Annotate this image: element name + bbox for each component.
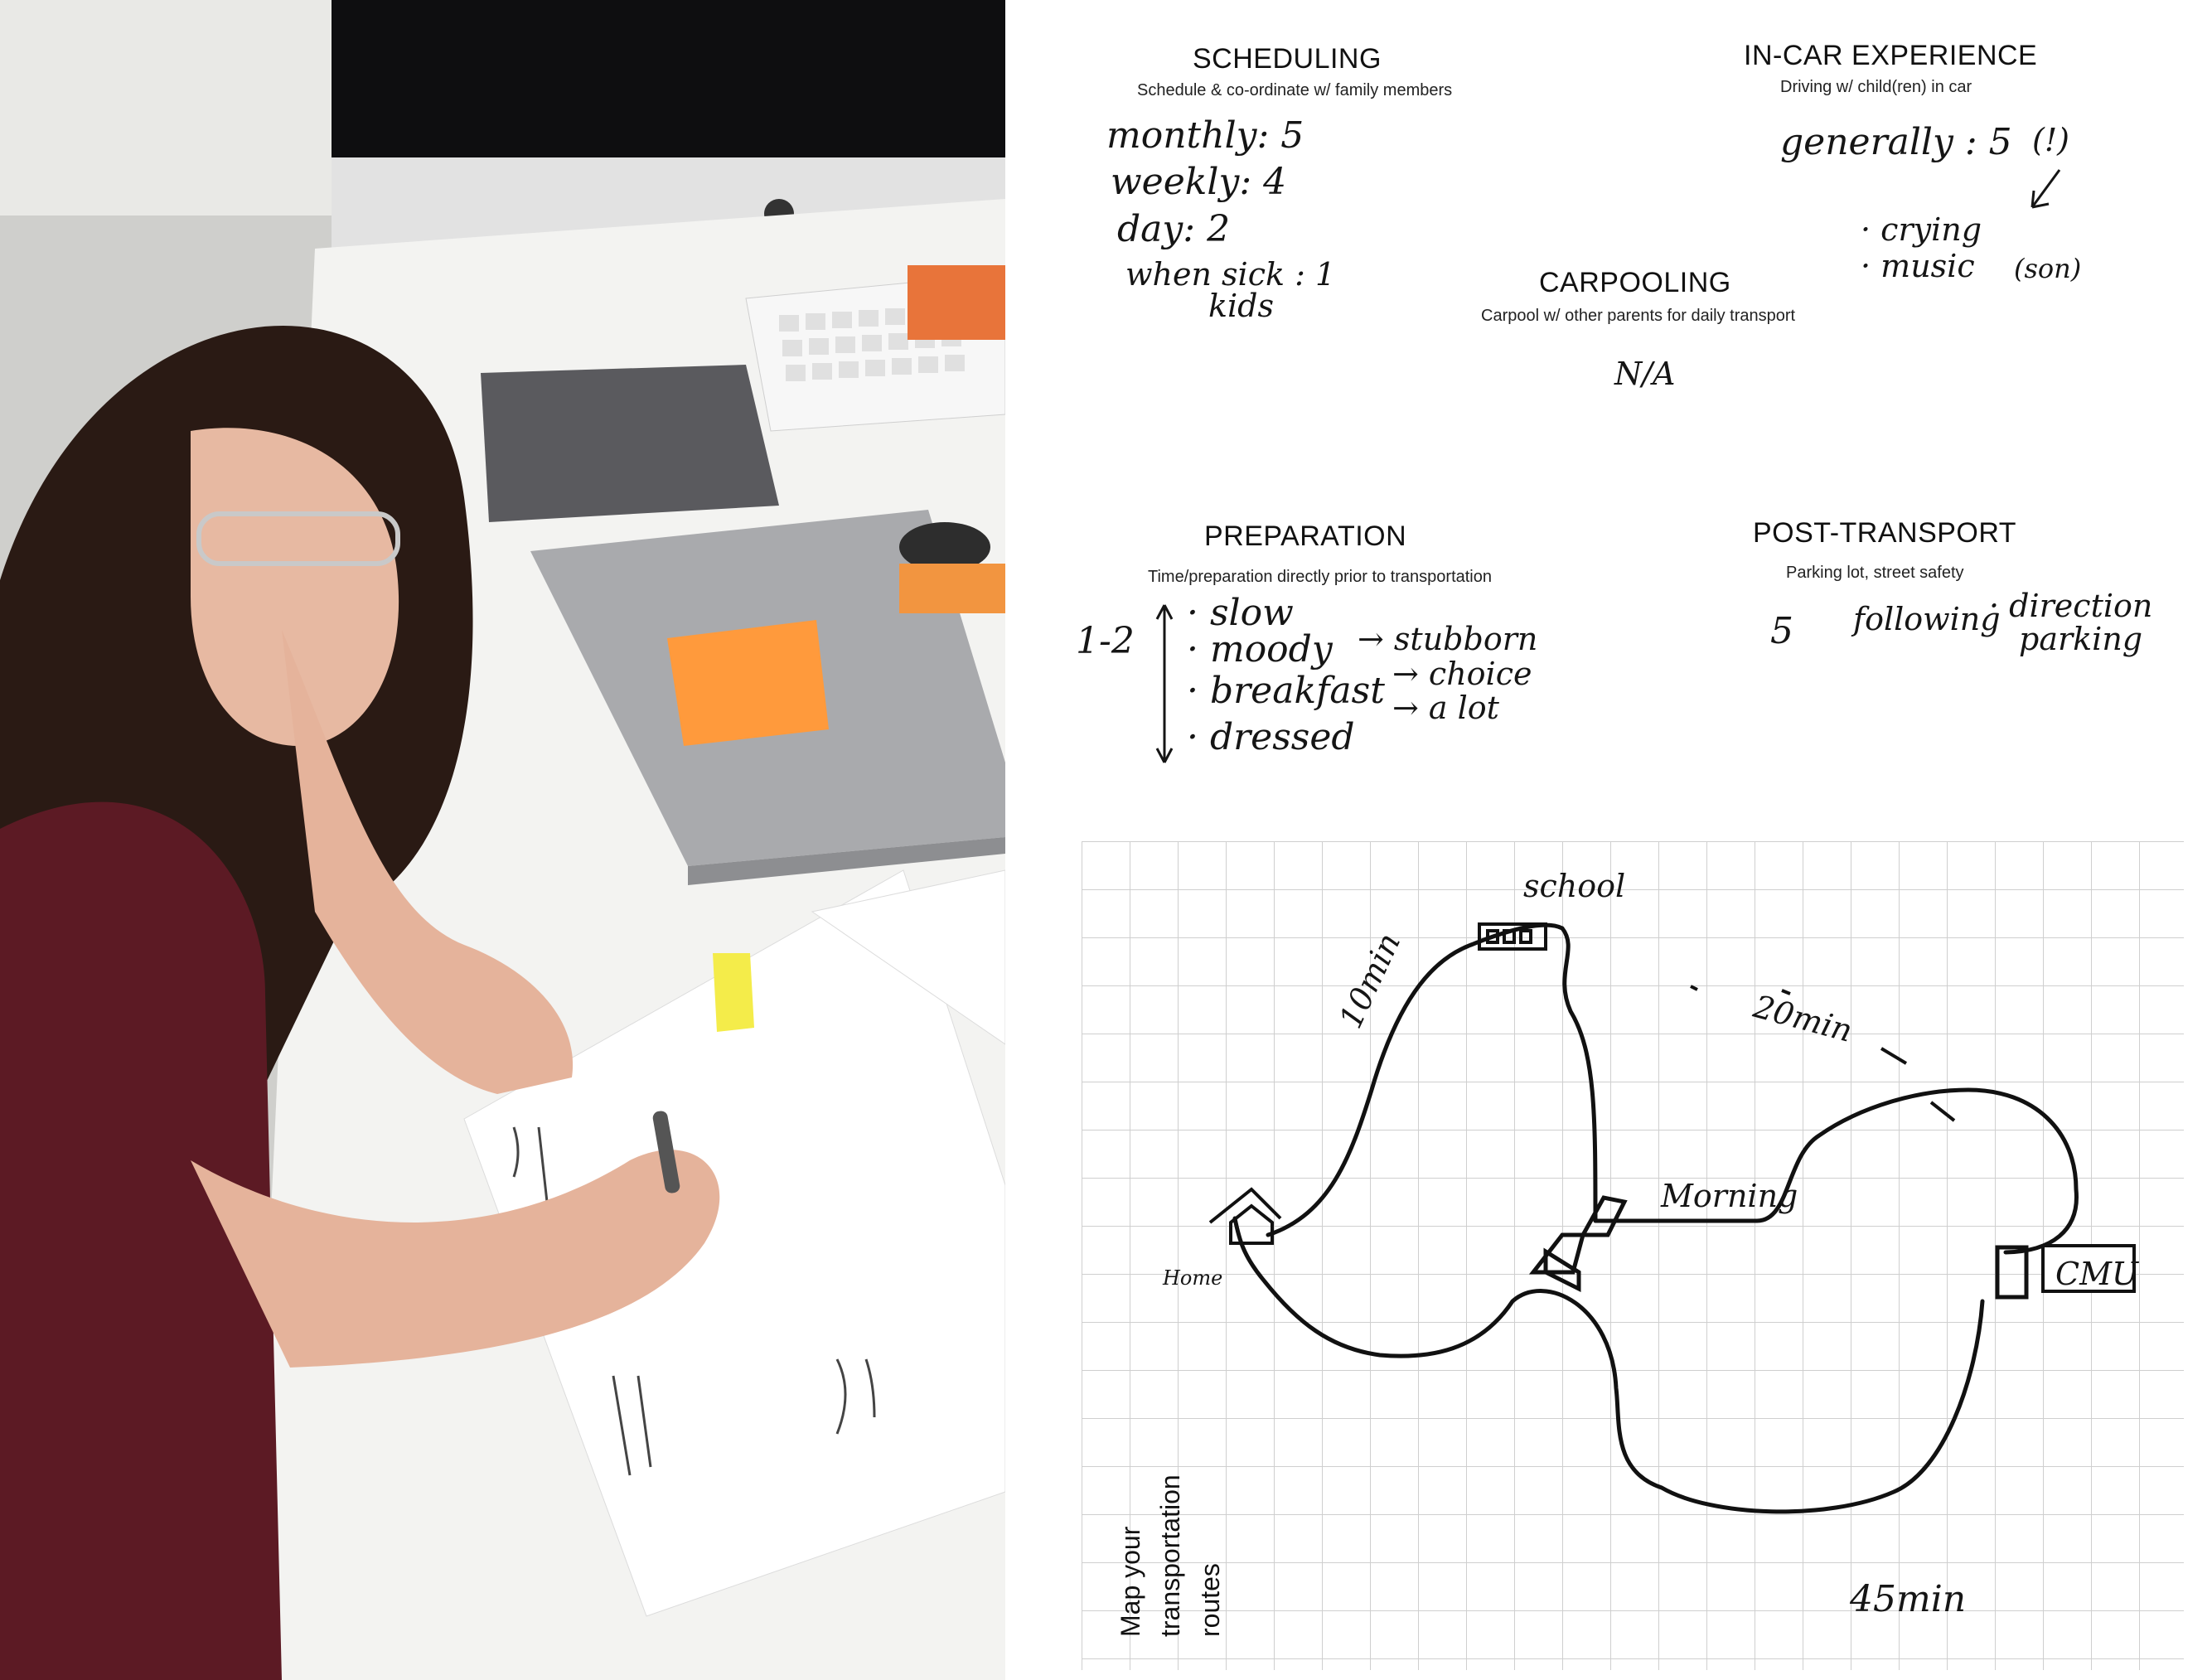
yellow-sticky: [713, 953, 754, 1032]
dark-laptop: [481, 365, 779, 522]
pen: [652, 1111, 680, 1193]
map-label-school: school: [1523, 868, 1626, 904]
building-icon: [1995, 1245, 2029, 1300]
preparation-subtitle: Time/preparation directly prior to trans…: [1148, 568, 1492, 586]
scheduling-note: monthly: 5: [1106, 114, 1304, 157]
workspace-photo: [0, 0, 1005, 1680]
preparation-note: → a lot: [1392, 690, 1499, 726]
map-label-cmu: CMU: [2055, 1256, 2139, 1292]
preparation-note: · dressed: [1187, 716, 1355, 758]
school-icon: [1478, 922, 1547, 951]
keys: [899, 522, 990, 572]
photo-illustration: [0, 0, 1005, 1680]
in-car-note: (son): [2014, 253, 2082, 284]
arrow-icon: [2030, 169, 2061, 209]
route-path: [1593, 1087, 2079, 1255]
grid-paper: [1082, 841, 2184, 1670]
map-title-line: transportation: [1155, 1474, 1185, 1637]
route-path: [1232, 1216, 1985, 1514]
scheduling-note: weekly: 4: [1111, 161, 1287, 203]
preparation-note: → choice: [1392, 656, 1532, 692]
preparation-rating: 1-2: [1076, 620, 1135, 662]
preparation-note: · slow: [1187, 592, 1294, 634]
left-arm: [282, 630, 574, 1094]
in-car-subtitle: Driving w/ child(ren) in car: [1780, 78, 1972, 96]
post-transport-subtitle: Parking lot, street safety: [1786, 564, 1964, 582]
post-transport-rating: 5: [1770, 610, 1793, 652]
building-icon: [1543, 1247, 1581, 1293]
scheduling-subtitle: Schedule & co-ordinate w/ family members: [1137, 81, 1453, 99]
dashed-route: [1690, 985, 1956, 1122]
scheduling-title: SCHEDULING: [1193, 43, 1382, 75]
building-icon: [1528, 1195, 1628, 1275]
shirt: [0, 801, 282, 1680]
in-car-title: IN-CAR EXPERIENCE: [1744, 40, 2038, 71]
map-title-line: routes: [1195, 1563, 1225, 1637]
in-car-note: generally : 5: [1780, 121, 2012, 163]
cmu-box: [2041, 1244, 2136, 1293]
scheduling-note: when sick : 1: [1125, 256, 1336, 293]
carpooling-subtitle: Carpool w/ other parents for daily trans…: [1481, 307, 1796, 325]
in-car-note: (!): [2032, 122, 2069, 158]
right-arm: [191, 1150, 720, 1368]
scheduling-note: day: 2: [1117, 208, 1231, 250]
map-title-line: Map your: [1116, 1526, 1145, 1637]
carpooling-note: N/A: [1614, 356, 1676, 392]
post-transport-note: following: [1853, 601, 2001, 637]
monitor-screen: [332, 0, 1005, 157]
preparation-title: PREPARATION: [1204, 520, 1407, 552]
route-map: [1082, 841, 2184, 1670]
in-car-note: · crying: [1861, 211, 1982, 248]
map-label-home: Home: [1163, 1266, 1223, 1290]
carpooling-title: CARPOOLING: [1539, 267, 1731, 298]
range-arrow-icon: [1155, 604, 1174, 763]
preparation-note: → stubborn: [1358, 621, 1538, 657]
map-label-morning: Morning: [1661, 1178, 1798, 1214]
face: [191, 428, 399, 746]
preparation-note: · moody: [1187, 628, 1333, 671]
in-car-note: · music: [1861, 248, 1975, 284]
post-transport-title: POST-TRANSPORT: [1753, 517, 2017, 549]
sticky-note: [667, 620, 829, 746]
glasses: [196, 511, 400, 566]
map-label-45min: 45min: [1850, 1578, 1967, 1620]
post-transport-note: · direction: [1989, 588, 2153, 624]
post-transport-note: parking: [2019, 621, 2143, 657]
house-icon: [1208, 1187, 1282, 1245]
orange-box: [908, 265, 1005, 340]
scheduling-note: kids: [1208, 288, 1275, 324]
preparation-note: · breakfast: [1187, 670, 1385, 712]
map-title: Map your transportation routes: [1111, 1388, 1230, 1637]
